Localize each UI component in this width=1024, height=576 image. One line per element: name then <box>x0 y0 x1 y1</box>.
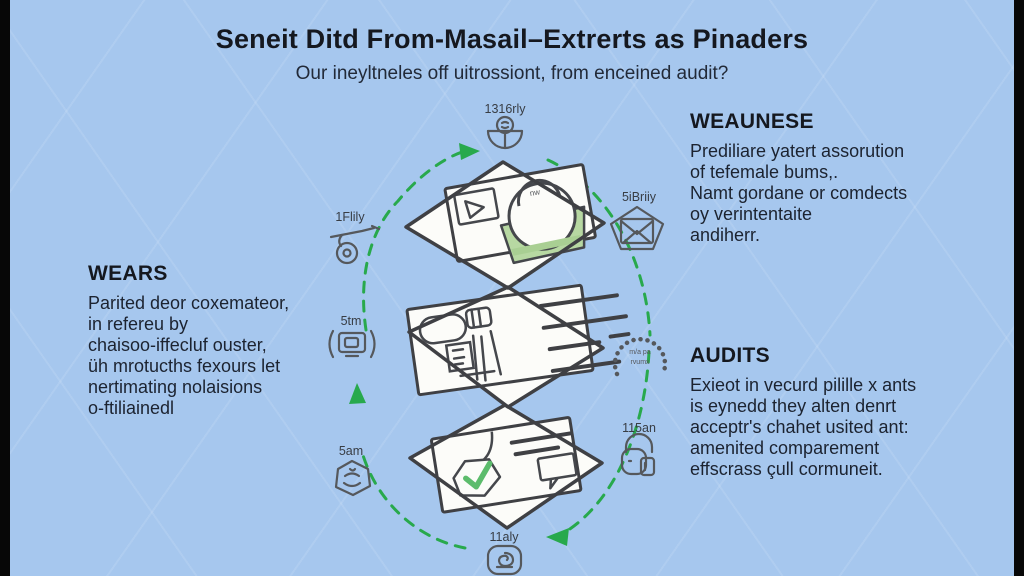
middle-card-frame <box>405 283 595 397</box>
monitor-brackets-label: 5tm <box>341 314 362 328</box>
wears-body: Parited deor coxemateor, in refereu by c… <box>88 293 290 418</box>
monitor-brackets-icon <box>328 329 376 359</box>
diamond-top-outline <box>404 160 606 290</box>
bottom-card-frame <box>430 416 583 514</box>
paint-roller-label: 1Flily <box>335 210 365 224</box>
header: Seneit Ditd From-Masail–Extrerts as Pina… <box>0 24 1024 85</box>
envelope-pentagon-label: 5iBriiy <box>622 190 657 204</box>
audits-panel: AUDITS Exieot in vecurd pilille x ants i… <box>690 344 985 480</box>
badge-text-line1: m/a pa <box>629 349 651 356</box>
wears-heading: WEARS <box>88 262 168 285</box>
diamond-outlines <box>404 160 606 530</box>
cycle-arrows <box>360 150 652 550</box>
stamp-spiral-label: 11aly <box>490 530 520 544</box>
paint-roller-icon <box>329 224 381 265</box>
hexagon-badge-icon <box>334 459 372 497</box>
stamp-spiral-icon <box>486 544 523 576</box>
speech-bubble-icon <box>536 452 578 482</box>
arc-bottom-left-up <box>360 450 467 550</box>
person-avatar-label: 1316rly <box>485 102 527 116</box>
diamond-top-fill <box>406 162 604 288</box>
padlock-icon <box>620 432 656 477</box>
diamond-bottom-outline <box>408 403 604 530</box>
padlock-label: 115an <box>622 421 656 435</box>
checkmark-icon <box>463 460 493 490</box>
badge-text-line2: rvumx <box>630 359 650 366</box>
envelope-pentagon-icon <box>609 205 665 251</box>
top-card-frame <box>443 163 597 263</box>
cycle-arrowheads <box>349 143 569 546</box>
weaunese-heading: WEAUNESE <box>690 110 814 133</box>
speech-bubble-tail <box>549 477 559 490</box>
top-card-note: nw <box>529 187 541 198</box>
shopper-body-arch <box>507 181 577 251</box>
text-lines-sketch <box>538 293 631 373</box>
arrowhead-bottom <box>546 528 569 546</box>
left-letterbox-bar <box>0 0 10 576</box>
machine-doodle-sketch <box>418 306 503 382</box>
video-shopper-card: nw <box>443 163 597 265</box>
dotted-arc-badge-icon: m/a pa rvumx <box>612 336 668 377</box>
bottom-lines-sketch <box>509 431 573 457</box>
page-title: Seneit Ditd From-Masail–Extrerts as Pina… <box>215 24 809 54</box>
approval-checklist-card <box>430 416 583 514</box>
page-subtitle: Our ineyltneles off uitrossiont, from en… <box>295 63 729 84</box>
diamond-fills <box>406 162 604 528</box>
arc-right-down-top <box>546 158 652 337</box>
right-letterbox-bar <box>1014 0 1024 576</box>
bag-handle-arc <box>516 178 562 207</box>
person-avatar-icon <box>486 115 524 150</box>
wears-panel: WEARS Parited deor coxemateor, in refere… <box>88 262 328 419</box>
diamond-bottom-fill <box>410 405 602 528</box>
audits-body: Exieot in vecurd pilille x ants is eyned… <box>690 375 917 479</box>
page-corner-curve <box>471 431 494 469</box>
check-blob <box>452 458 502 497</box>
diamond-middle-outline <box>407 285 605 409</box>
arc-left-up <box>362 150 464 332</box>
diamond-middle-fill <box>409 287 603 407</box>
weaunese-panel: WEAUNESE Prediliare yatert assorution of… <box>690 110 965 246</box>
bag-green-band <box>511 234 581 256</box>
audits-heading: AUDITS <box>690 344 770 367</box>
arrowhead-top <box>459 143 480 160</box>
weaunese-body: Prediliare yatert assorution of tefemale… <box>690 141 908 245</box>
play-cursor-icon <box>464 200 485 219</box>
document-report-card <box>405 283 631 397</box>
arc-right-down-bottom <box>565 350 651 533</box>
thumbnail-frame <box>453 187 500 226</box>
shopping-bag-sketch <box>499 205 586 265</box>
arrowhead-left <box>349 383 366 404</box>
hexagon-badge-label: 5am <box>339 444 363 458</box>
